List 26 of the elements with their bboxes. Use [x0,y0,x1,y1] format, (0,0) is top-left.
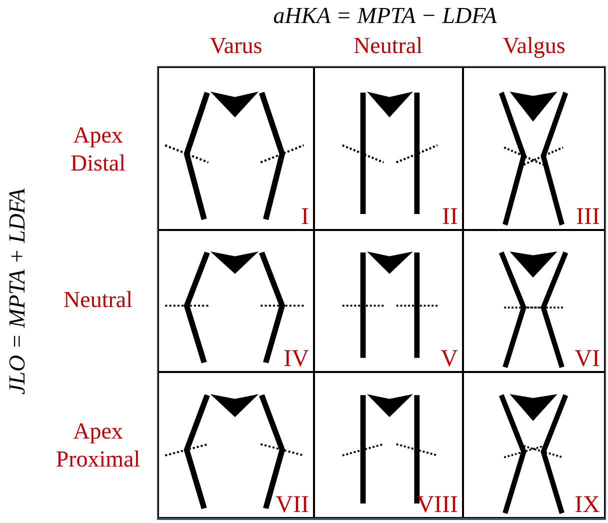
grid-cell [158,67,314,230]
row-header: Apex Distal [70,121,126,177]
grid-cell [463,67,605,230]
grid-cell [314,230,463,372]
column-header: Valgus [502,34,566,57]
roman-numeral: VIII [416,493,458,517]
roman-numeral: VI [574,347,600,371]
axis-title: JLO = MPTA + LDFA [6,187,28,397]
title: aHKA = MPTA − LDFA [272,4,498,27]
row-header: Neutral [62,286,134,314]
roman-numeral: I [301,205,309,229]
grid-cell [314,67,463,230]
grid-cell [463,230,605,372]
roman-numeral: IX [574,493,600,517]
grid-cell [158,230,314,372]
roman-numeral: II [442,205,458,229]
grid-cell [314,372,463,518]
roman-numeral: V [440,347,458,371]
column-header: Neutral [352,34,424,57]
column-header: Varus [208,34,264,57]
roman-numeral: III [576,205,600,229]
row-header: Apex Proximal [54,417,142,473]
roman-numeral: VII [276,493,309,517]
grid-cell [463,372,605,518]
grid-cell [158,372,314,518]
roman-numeral: IV [284,347,309,371]
